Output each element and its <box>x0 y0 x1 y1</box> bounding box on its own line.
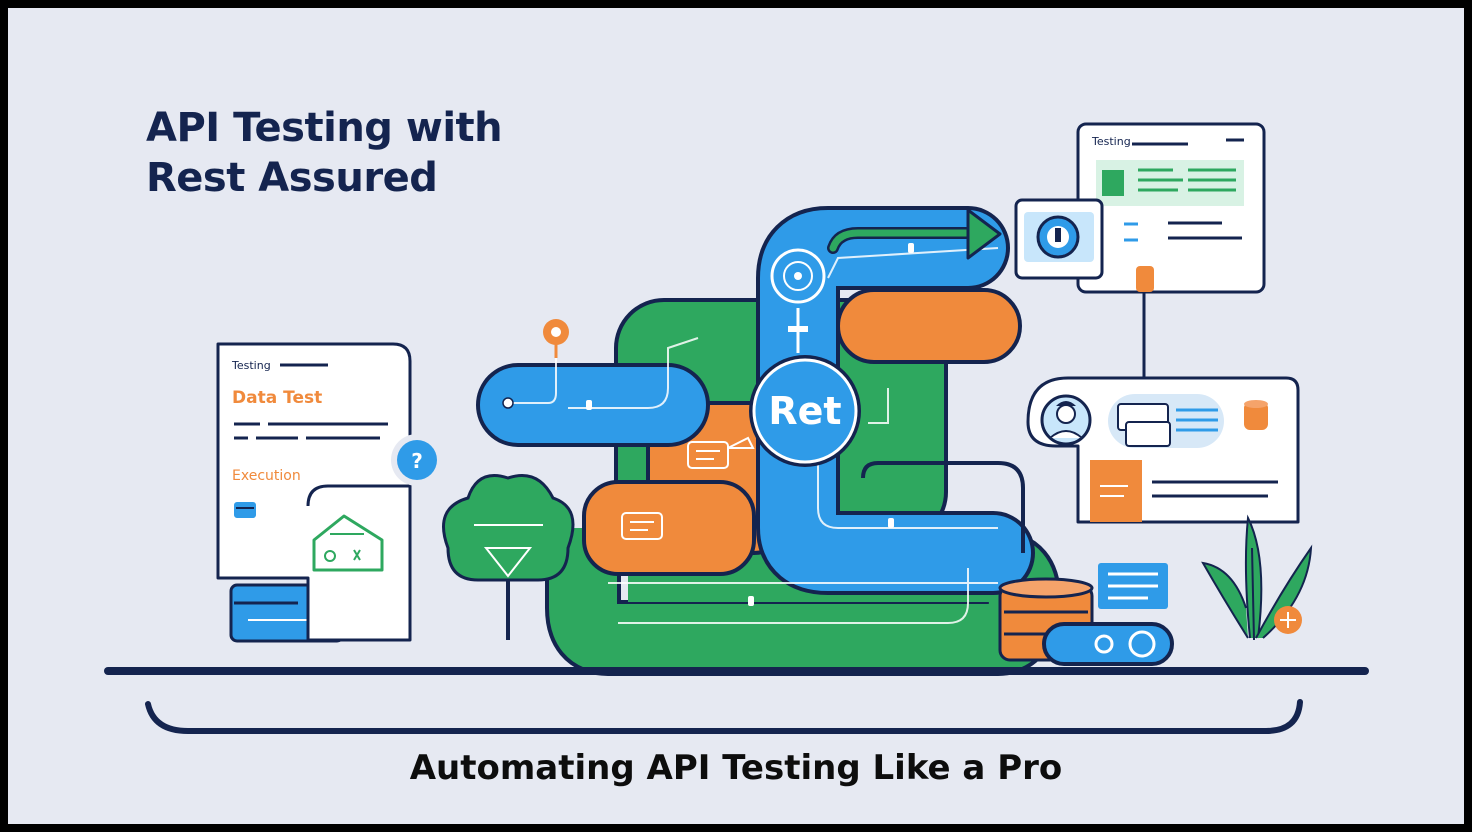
base-bracket <box>145 699 1303 734</box>
info-card-small <box>1098 563 1168 609</box>
toggle-icon <box>1042 622 1174 666</box>
top-card-header: Testing <box>1091 135 1131 148</box>
gear-node <box>770 248 826 353</box>
title-line-1: API Testing with <box>146 105 503 151</box>
page-title: API Testing with Rest Assured <box>146 103 503 203</box>
orange-block-low <box>582 480 756 576</box>
blue-pipe-left <box>476 363 710 447</box>
help-badge-label: ? <box>411 449 423 473</box>
title-line-2: Rest Assured <box>146 155 438 201</box>
center-node-label: Ret <box>768 389 841 433</box>
left-card-heading-execution: Execution <box>232 468 301 484</box>
question-icon: ? <box>391 434 443 486</box>
avatar-icon <box>1040 394 1092 446</box>
tent-icon <box>312 514 384 572</box>
pipes <box>476 206 1061 676</box>
location-pin-icon <box>543 319 569 358</box>
left-card-heading-data-test: Data Test <box>232 388 322 408</box>
profile-card <box>1026 376 1300 524</box>
left-card: Testing Data Test Execution <box>216 342 412 643</box>
left-card-header: Testing <box>231 359 271 372</box>
illustration-frame: Ret Testing Data Test Execut <box>8 8 1464 824</box>
page-subtitle: Automating API Testing Like a Pro <box>409 748 1063 788</box>
plant-icon <box>1201 514 1313 641</box>
orange-pipe-top <box>836 288 1022 364</box>
illustration-art: Ret Testing Data Test Execut <box>104 122 1369 734</box>
tree-icon <box>442 474 575 640</box>
center-node: Ret <box>749 355 861 467</box>
top-card: Testing <box>1014 122 1266 380</box>
database-icon <box>1244 400 1268 430</box>
arrow-right-icon <box>827 208 1002 260</box>
